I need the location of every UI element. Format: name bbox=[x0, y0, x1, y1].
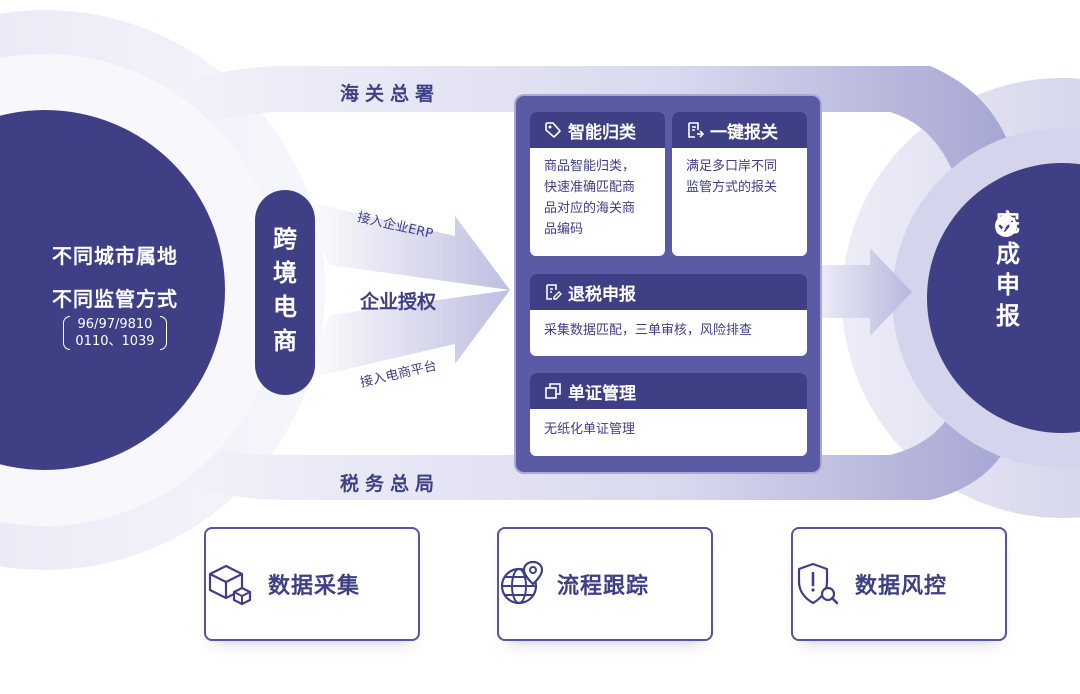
codes-line-2: 0110、1039 bbox=[75, 334, 155, 349]
tax-route-label: 税务总局 bbox=[340, 473, 441, 495]
card-body: 无纸化单证管理 bbox=[544, 422, 636, 437]
feature-data-risk-control: 数据风控 bbox=[791, 527, 1007, 641]
shield-search-icon bbox=[797, 562, 839, 605]
complete-declaration-text: 完 成 申 报 bbox=[978, 208, 1038, 332]
copy-icon bbox=[545, 383, 561, 399]
feature-label: 数据采集 bbox=[268, 574, 361, 599]
card-title: 退税申报 bbox=[568, 284, 636, 305]
right-char: 申 bbox=[996, 271, 1020, 299]
feature-data-collection: 数据采集 bbox=[204, 527, 420, 641]
pill-char: 电 bbox=[273, 293, 297, 321]
card-body-line: 监管方式的报关 bbox=[686, 180, 778, 195]
edit-document-icon bbox=[546, 284, 562, 300]
cross-border-ecommerce-pill: 跨 境 电 商 bbox=[255, 190, 315, 395]
left-circle-line-2: 不同监管方式 bbox=[52, 287, 178, 311]
card-title: 智能归类 bbox=[568, 122, 636, 143]
card-body-line: 满足多口岸不同 bbox=[686, 159, 778, 174]
card-body: 商品智能归类， 快速准确匹配商 品对应的海关商 品编码 bbox=[530, 148, 665, 248]
card-title: 单证管理 bbox=[568, 383, 636, 404]
card-header: 一键报关 bbox=[672, 112, 807, 148]
feature-label: 数据风控 bbox=[855, 574, 948, 599]
card-header: 单证管理 bbox=[530, 373, 807, 409]
pill-char: 跨 bbox=[273, 225, 297, 253]
pill-text: 跨 境 电 商 bbox=[255, 222, 315, 358]
right-char: 报 bbox=[996, 302, 1020, 330]
card-body: 采集数据匹配，三单审核，风险排查 bbox=[544, 323, 753, 338]
card-title: 一键报关 bbox=[710, 122, 778, 143]
card-one-click-declare: 一键报关 满足多口岸不同 监管方式的报关 bbox=[672, 112, 807, 256]
card-body-line: 品对应的海关商 bbox=[544, 201, 636, 216]
enterprise-auth-label: 企业授权 bbox=[360, 291, 437, 313]
right-char: 完 bbox=[996, 209, 1020, 237]
card-header: 智能归类 bbox=[530, 112, 665, 148]
upper-flow-arrow bbox=[300, 200, 510, 290]
document-arrow-icon bbox=[688, 122, 704, 138]
right-flow-arrow bbox=[815, 248, 912, 336]
monitoring-codes: 96/97/9810 0110、1039 bbox=[63, 316, 167, 350]
card-header: 退税申报 bbox=[530, 274, 807, 310]
boxes-icon bbox=[208, 564, 252, 606]
card-document-management: 单证管理 无纸化单证管理 bbox=[530, 373, 807, 456]
left-circle-line-1: 不同城市属地 bbox=[52, 244, 178, 268]
customs-route-label: 海关总署 bbox=[340, 83, 441, 105]
card-smart-classify: 智能归类 商品智能归类， 快速准确匹配商 品对应的海关商 品编码 bbox=[530, 112, 665, 256]
globe-pin-icon bbox=[500, 560, 544, 605]
feature-process-tracking: 流程跟踪 bbox=[497, 527, 713, 641]
tag-icon bbox=[545, 122, 561, 138]
card-tax-refund: 退税申报 采集数据匹配，三单审核，风险排查 bbox=[530, 274, 807, 356]
card-body-line: 品编码 bbox=[544, 222, 584, 237]
left-circle-text: 不同城市属地 不同监管方式 96/97/9810 0110、1039 bbox=[20, 240, 210, 350]
codes-line-1: 96/97/9810 bbox=[77, 317, 153, 332]
right-core bbox=[927, 163, 1080, 433]
lower-flow-arrow bbox=[300, 290, 510, 380]
left-core bbox=[0, 110, 225, 470]
card-body: 满足多口岸不同 监管方式的报关 bbox=[672, 148, 807, 206]
check-circle-icon bbox=[995, 215, 1017, 237]
feature-label: 流程跟踪 bbox=[557, 574, 650, 599]
pill-char: 商 bbox=[273, 327, 297, 355]
right-char: 成 bbox=[996, 240, 1020, 268]
card-body-line: 商品智能归类， bbox=[544, 159, 636, 174]
pill-char: 境 bbox=[273, 259, 297, 287]
card-body-line: 快速准确匹配商 bbox=[544, 180, 636, 195]
